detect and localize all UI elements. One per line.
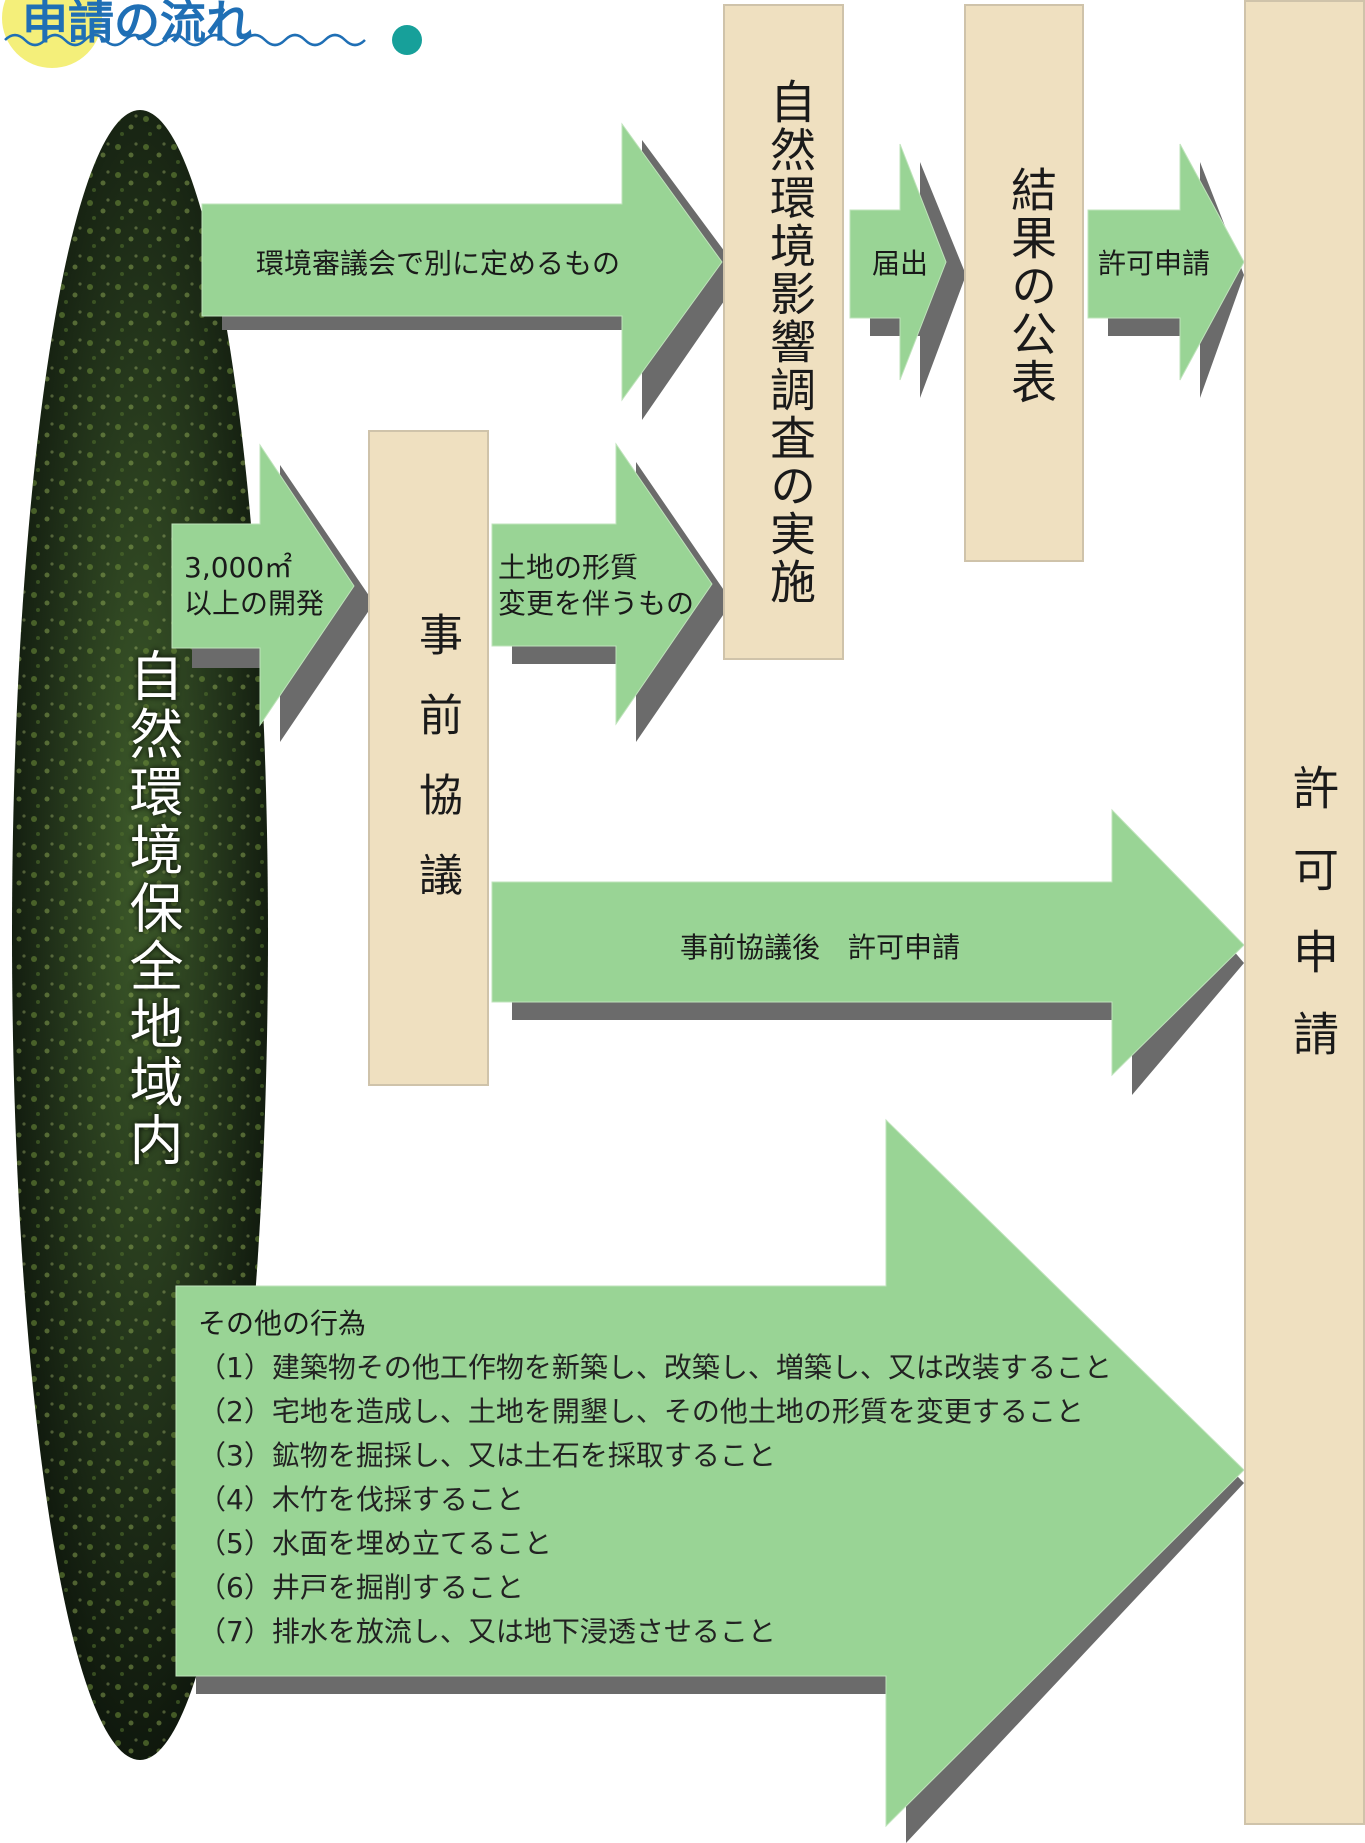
page-title: 申請の流れ	[22, 0, 252, 49]
box-permit-final: 許可申請	[1244, 0, 1365, 1825]
list-item: （5）水面を埋め立てること	[198, 1527, 552, 1560]
arrow-council-label: 環境審議会で別に定めるもの	[256, 247, 621, 280]
arrow-other-acts	[175, 1118, 1245, 1843]
list-item: （6）井戸を掘削すること	[198, 1571, 524, 1604]
other-acts-list: （1）建築物その他工作物を新築し、改築し、増築し、又は改装すること （2）宅地を…	[198, 1346, 1112, 1654]
wavy-underline	[4, 33, 366, 47]
arrow-land-label-2: 変更を伴うもの	[498, 587, 695, 620]
list-item: （1）建築物その他工作物を新築し、改築し、増築し、又は改装すること	[198, 1351, 1112, 1384]
arrow-land-label-1: 土地の形質	[498, 551, 639, 584]
box-pre-consult: 事前協議	[368, 430, 489, 1086]
arrow-council	[201, 122, 742, 420]
arrow-area-label-2: 以上の開発	[184, 587, 325, 620]
list-item: （4）木竹を伐採すること	[198, 1483, 524, 1516]
arrow-permit-label: 許可申請	[1098, 247, 1211, 280]
list-item: （3）鉱物を掘採し、又は土石を採取すること	[198, 1439, 776, 1472]
arrow-area-label-1: 3,000㎡	[184, 551, 293, 584]
yellow-circle-decoration	[2, 0, 102, 68]
box-pre-consult-label: 事前協議	[411, 612, 462, 932]
box-permit-final-label: 許可申請	[1286, 764, 1340, 1092]
arrow-land	[491, 442, 732, 742]
box-result-label: 結果の公表	[1004, 166, 1058, 406]
arrow-after-consult-label: 事前協議後 許可申請	[680, 931, 961, 964]
region-label: 自然環境保全地域内	[120, 648, 183, 1170]
box-eia-label: 自然環境影響調査の実施	[763, 78, 817, 606]
arrow-notify	[849, 143, 966, 398]
box-eia: 自然環境影響調査の実施	[723, 4, 844, 660]
other-acts-title: その他の行為	[198, 1307, 367, 1340]
teal-dot-decoration	[392, 25, 422, 55]
arrow-after-consult	[491, 808, 1245, 1095]
arrow-area	[171, 443, 374, 742]
header-decoration	[2, 0, 422, 68]
list-item: （7）排水を放流し、又は地下浸透させること	[198, 1615, 776, 1648]
box-result: 結果の公表	[964, 4, 1084, 562]
arrow-notify-label: 届出	[872, 247, 929, 280]
arrow-permit	[1087, 143, 1245, 398]
list-item: （2）宅地を造成し、土地を開墾し、その他土地の形質を変更すること	[198, 1395, 1084, 1428]
